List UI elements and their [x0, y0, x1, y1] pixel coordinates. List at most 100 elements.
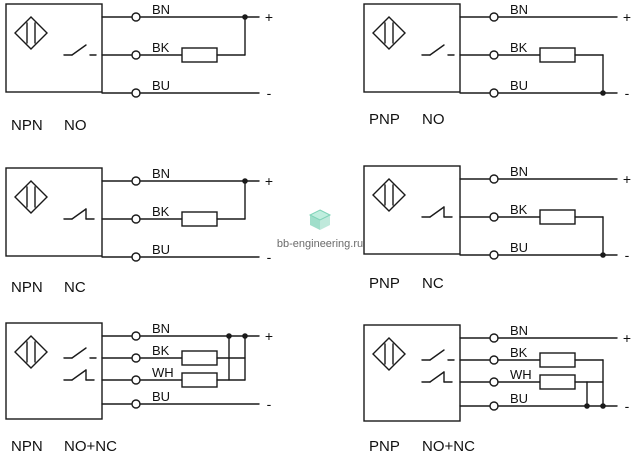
- wire-label-bk: BK: [152, 40, 170, 55]
- wire-label-wh: WH: [152, 365, 174, 380]
- sign-plus: +: [623, 9, 631, 25]
- cube-logo-left: [310, 215, 320, 230]
- terminal-bu: [489, 250, 499, 260]
- wire-label-bn: BN: [152, 321, 170, 336]
- caption-output-type: NPN: [11, 438, 43, 455]
- sensor-housing: [5, 322, 103, 420]
- terminal-bn: [489, 174, 499, 184]
- switch-no-blade: [71, 347, 87, 359]
- terminal-bn: [131, 12, 141, 22]
- proximity-sensor-icon: [372, 178, 406, 212]
- terminal-bk: [131, 50, 141, 60]
- cube-logo-right: [320, 215, 330, 230]
- sensor-housing: [363, 324, 461, 422]
- terminal-bn: [131, 331, 141, 341]
- switch-nc-blade: [429, 206, 445, 218]
- wire-label-bu: BU: [510, 391, 528, 406]
- terminal-bk: [489, 50, 499, 60]
- wire-label-bu: BU: [152, 78, 170, 93]
- junction-dot: [600, 252, 606, 258]
- sign-minus: -: [267, 396, 272, 412]
- caption-output-type: PNP: [369, 111, 400, 128]
- terminal-bk: [131, 353, 141, 363]
- wire-label-bu: BU: [510, 78, 528, 93]
- wire-label-bn: BN: [510, 323, 528, 338]
- wire-label-bk: BK: [510, 40, 528, 55]
- junction-dot: [600, 90, 606, 96]
- terminal-bu: [131, 88, 141, 98]
- wire-label-bu: BU: [510, 240, 528, 255]
- wire-label-bu: BU: [152, 389, 170, 404]
- terminal-bu: [131, 252, 141, 262]
- proximity-sensor-icon: [14, 335, 48, 369]
- sensor-housing: [5, 3, 103, 93]
- load-resistor-bk: [539, 352, 576, 368]
- wire-label-bk: BK: [152, 343, 170, 358]
- terminal-bk: [131, 214, 141, 224]
- load-resistor-bk: [181, 350, 218, 366]
- caption-contact-mode: NO: [422, 111, 445, 128]
- proximity-sensor-icon: [372, 16, 406, 50]
- terminal-bk: [489, 355, 499, 365]
- wire-label-bu: BU: [152, 242, 170, 257]
- proximity-sensor-icon: [14, 180, 48, 214]
- sensor-housing: [363, 3, 461, 93]
- load-resistor-bk: [181, 47, 218, 63]
- caption-contact-mode: NC: [64, 279, 86, 296]
- watermark: bb-engineering.ru: [277, 209, 363, 250]
- junction-dot: [242, 14, 248, 20]
- terminal-bn: [131, 176, 141, 186]
- load-resistor-wh: [181, 372, 218, 388]
- load-resistor-bk: [539, 47, 576, 63]
- sign-plus: +: [265, 328, 273, 344]
- caption-contact-mode: NO: [64, 117, 87, 134]
- watermark-text: bb-engineering.ru: [277, 238, 363, 250]
- switch-nc-blade: [429, 371, 445, 383]
- junction-dot: [242, 178, 248, 184]
- caption-output-type: NPN: [11, 117, 43, 134]
- caption-output-type: PNP: [369, 438, 400, 455]
- junction-dot-inner: [584, 403, 590, 409]
- switch-nc-blade: [71, 208, 87, 220]
- terminal-bu: [489, 401, 499, 411]
- terminal-wh: [489, 377, 499, 387]
- terminal-bn: [489, 12, 499, 22]
- wire-label-bn: BN: [152, 166, 170, 181]
- load-resistor-bk: [181, 211, 218, 227]
- sign-minus: -: [625, 247, 630, 263]
- wire-label-bk: BK: [510, 345, 528, 360]
- wire-label-bn: BN: [152, 2, 170, 17]
- wire-label-bn: BN: [510, 164, 528, 179]
- sign-plus: +: [265, 173, 273, 189]
- sign-minus: -: [267, 249, 272, 265]
- caption-contact-mode: NO+NC: [422, 438, 475, 455]
- sensor-housing: [363, 165, 461, 255]
- proximity-sensor-icon: [372, 337, 406, 371]
- caption-output-type: PNP: [369, 275, 400, 292]
- terminal-bu: [489, 88, 499, 98]
- load-resistor-bk: [539, 209, 576, 225]
- sign-plus: +: [623, 171, 631, 187]
- switch-no-blade: [71, 44, 87, 56]
- sign-minus: -: [625, 85, 630, 101]
- wire-label-wh: WH: [510, 367, 532, 382]
- load-resistor-wh: [539, 374, 576, 390]
- terminal-bk: [489, 212, 499, 222]
- proximity-sensor-icon: [14, 16, 48, 50]
- sign-plus: +: [623, 330, 631, 346]
- switch-no-blade: [429, 349, 445, 361]
- terminal-wh: [131, 375, 141, 385]
- panel-pnp-nc: BN BK BU + - PNP NC: [363, 164, 631, 292]
- wire-label-bk: BK: [510, 202, 528, 217]
- sign-minus: -: [267, 85, 272, 101]
- switch-no-blade: [429, 44, 445, 56]
- caption-contact-mode: NC: [422, 275, 444, 292]
- junction-dot: [600, 403, 606, 409]
- sensor-housing: [5, 167, 103, 257]
